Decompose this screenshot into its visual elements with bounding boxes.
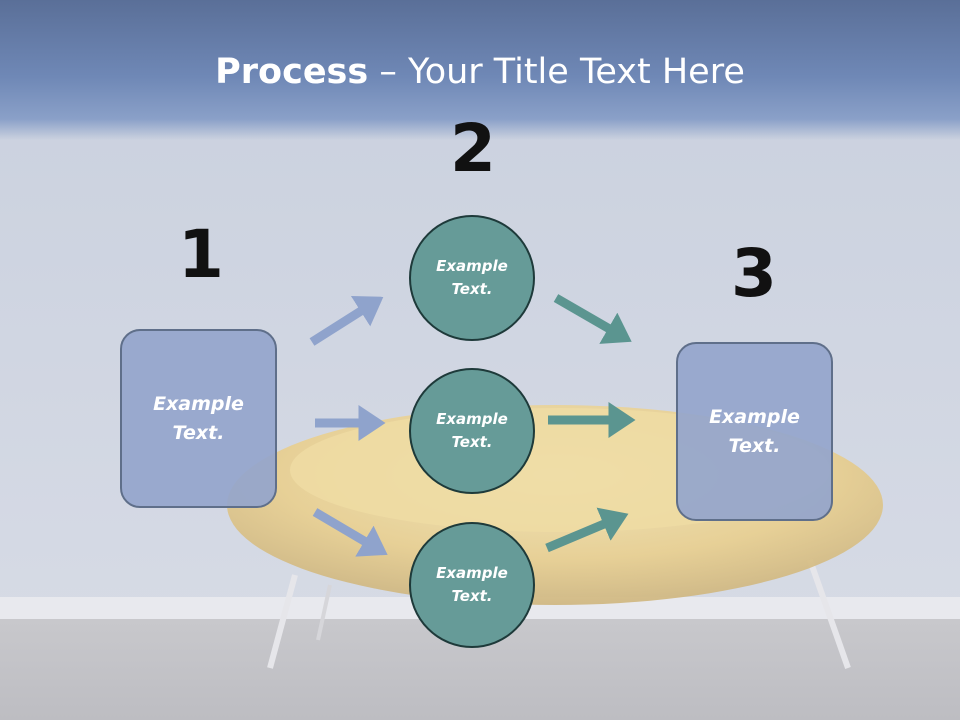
step-number-1: 1 [178, 216, 224, 293]
step-number-3: 3 [731, 235, 777, 312]
arrow-left-to-top [309, 296, 384, 346]
right-box-line1: Example [709, 405, 800, 428]
step-number-2: 2 [450, 110, 496, 187]
left-box-line2: Text. [172, 421, 225, 444]
arrow-left-to-bottom [312, 508, 388, 557]
circle-bottom-line2: Text. [451, 587, 493, 605]
arrow-bottom-to-right [545, 507, 629, 553]
circle-middle-line1: Example [436, 410, 508, 428]
circle-top-line2: Text. [451, 280, 493, 298]
title-band [0, 0, 960, 140]
circle-middle-line2: Text. [451, 433, 493, 451]
arrow-top-to-right [553, 294, 632, 344]
left-box-line1: Example [153, 392, 244, 415]
title-rest: – Your Title Text Here [368, 52, 745, 92]
circle-bottom-line1: Example [436, 564, 508, 582]
title-bold: Process [215, 52, 369, 92]
slide-title: Process – Your Title Text Here [0, 52, 960, 92]
circle-top-line1: Example [436, 257, 508, 275]
right-box-line2: Text. [728, 434, 781, 457]
